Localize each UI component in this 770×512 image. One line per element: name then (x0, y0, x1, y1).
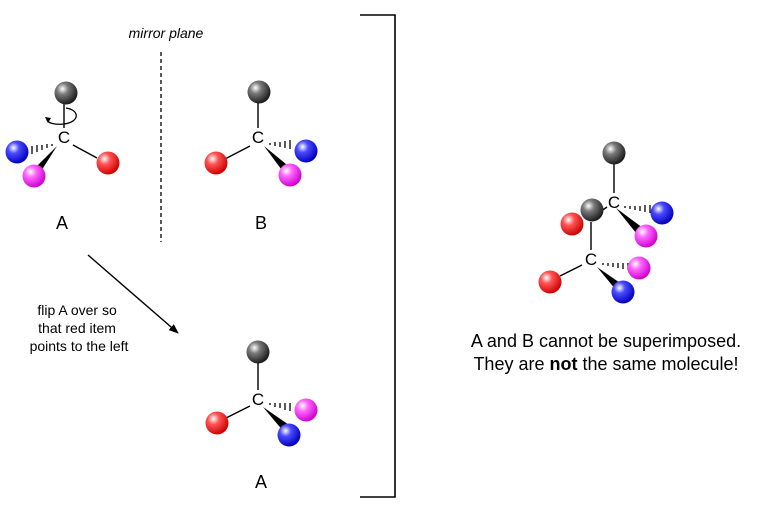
black-ball-b (247, 80, 271, 104)
rotation-arrow (46, 107, 77, 125)
flip-caption-line-2: that red item (38, 320, 116, 336)
bond-b-left (224, 145, 251, 160)
molecule-a-flipped: C (205, 340, 318, 447)
magenta-ball-sb (634, 224, 658, 248)
flip-arrow (87, 254, 179, 334)
carbon-label-sb: C (608, 193, 620, 212)
carbon-label-sa: C (585, 250, 597, 269)
magenta-ball-b (278, 163, 302, 187)
hashed-wedge-a (31, 144, 53, 154)
red-ball-af (205, 411, 229, 435)
solid-wedge-sb (616, 208, 643, 233)
molecule-a-label: A (56, 213, 68, 233)
hashed-wedge-sa (602, 263, 629, 270)
molecule-b: C (204, 80, 318, 187)
black-ball-sa (580, 198, 604, 222)
blue-ball-b (294, 139, 318, 163)
flip-caption-line-3: points to the left (30, 338, 129, 354)
red-ball-a (96, 151, 120, 175)
conclusion-line-2-start: They are (473, 354, 549, 374)
conclusion-emphasis: not (549, 354, 577, 374)
conclusion-line-1: A and B cannot be superimposed. (471, 331, 741, 351)
magenta-ball-a (22, 164, 46, 188)
superimposed-molecules: C C (538, 141, 674, 304)
black-ball-a (54, 81, 78, 105)
carbon-label-af: C (252, 390, 264, 409)
blue-ball-a (5, 140, 29, 164)
molecule-a: C (5, 81, 120, 188)
hashed-wedge-b (269, 140, 291, 149)
blue-ball-sb (650, 201, 674, 225)
flip-caption: flip A over so that red item points to t… (30, 302, 129, 354)
hashed-wedge-af (269, 403, 291, 411)
molecule-a-flipped-label: A (255, 472, 267, 492)
carbon-label-b: C (252, 128, 264, 147)
conclusion-line-2-end: the same molecule! (577, 354, 738, 374)
bond-af-left (225, 405, 251, 419)
carbon-label-a: C (58, 128, 70, 147)
grouping-bracket (360, 14, 396, 498)
black-ball-sb (602, 141, 626, 165)
mirror-plane-label: mirror plane (129, 25, 204, 41)
hashed-wedge-sb (624, 205, 651, 213)
magenta-ball-sa (627, 256, 651, 280)
blue-ball-sa (611, 280, 635, 304)
conclusion-line-2: They are not the same molecule! (473, 354, 738, 374)
magenta-ball-af (294, 398, 318, 422)
red-ball-sa (538, 270, 562, 294)
rotation-arrowhead (45, 117, 51, 123)
blue-ball-af (277, 423, 301, 447)
red-ball-b (204, 151, 228, 175)
bond-sa-left (559, 264, 583, 277)
molecule-b-label: B (255, 213, 267, 233)
bond-a-right (72, 144, 98, 159)
black-ball-af (246, 340, 270, 364)
flip-caption-line-1: flip A over so (37, 302, 117, 318)
red-ball-sb (560, 212, 584, 236)
